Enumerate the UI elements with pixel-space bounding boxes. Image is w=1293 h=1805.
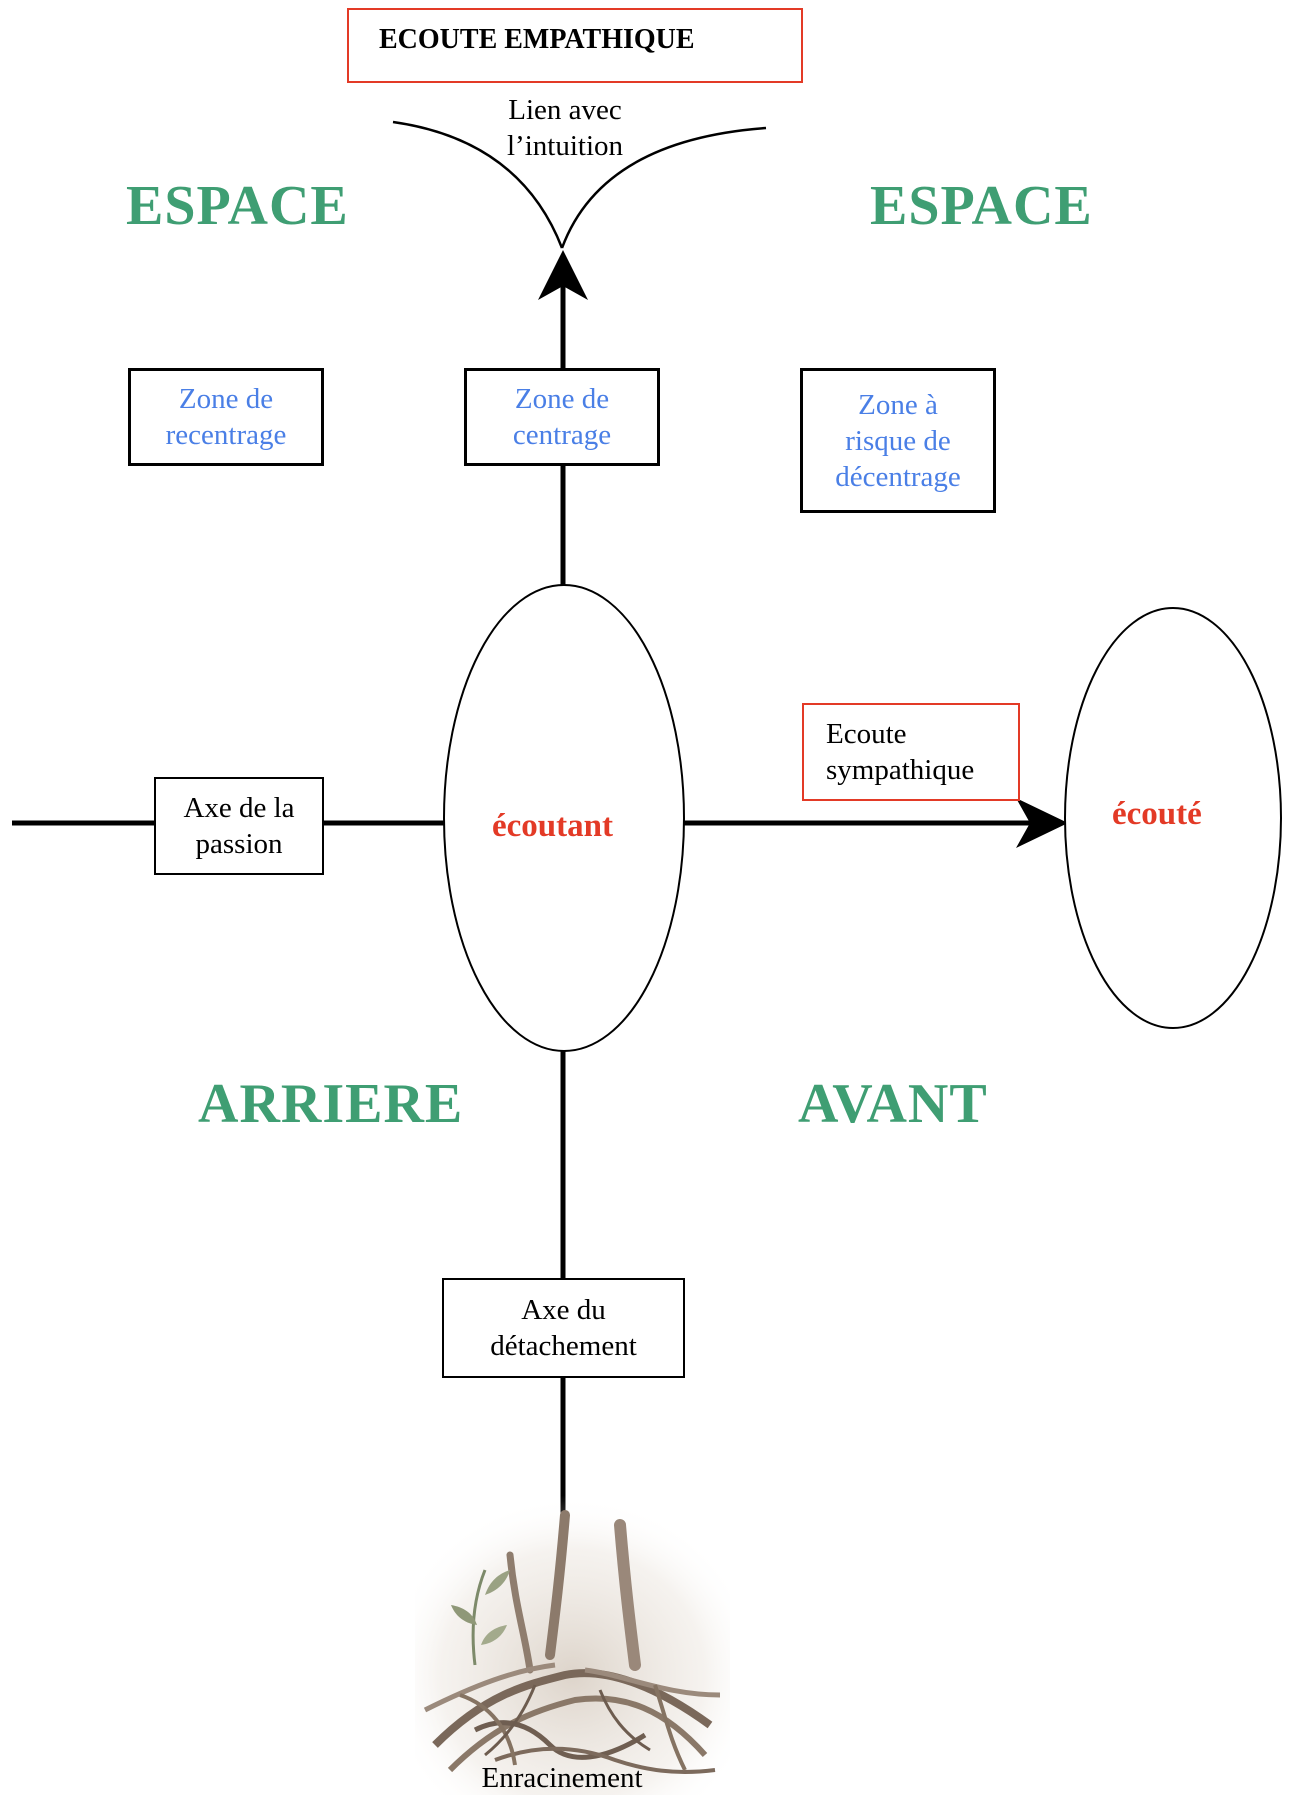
ecoutant-label: écoutant (492, 808, 613, 844)
intuition-curve-right (560, 126, 767, 249)
quadrant-label-bottom-left: ARRIERE (198, 1073, 464, 1135)
axe-detachement-box: Axe du détachement (442, 1278, 685, 1378)
axe-passion-box: Axe de la passion (154, 777, 324, 875)
intuition-label: Lien avec l’intuition (507, 94, 623, 162)
zone-centrage-box: Zone de centrage (464, 368, 660, 466)
zone-recentrage-box: Zone de recentrage (128, 368, 324, 466)
ecoute-label: écouté (1112, 796, 1202, 832)
quadrant-label-bottom-right: AVANT (798, 1073, 988, 1135)
title: ECOUTE EMPATHIQUE (379, 24, 695, 55)
arrow-head-right (1016, 798, 1068, 848)
enracinement-label: Enracinement (481, 1762, 643, 1794)
quadrant-label-top-left: ESPACE (126, 175, 349, 237)
tree-roots-illustration (415, 1495, 730, 1795)
ecoute-sympathique-box: Ecoute sympathique (802, 703, 1020, 801)
ecoutant-ellipse (443, 584, 685, 1052)
title-box: ECOUTE EMPATHIQUE (347, 8, 803, 83)
quadrant-label-top-right: ESPACE (870, 175, 1093, 237)
ecoute-ellipse (1064, 607, 1282, 1029)
intuition-curve-left (392, 120, 564, 249)
zone-decentrage-box: Zone à risque de décentrage (800, 368, 996, 513)
arrow-head-up (538, 250, 588, 300)
